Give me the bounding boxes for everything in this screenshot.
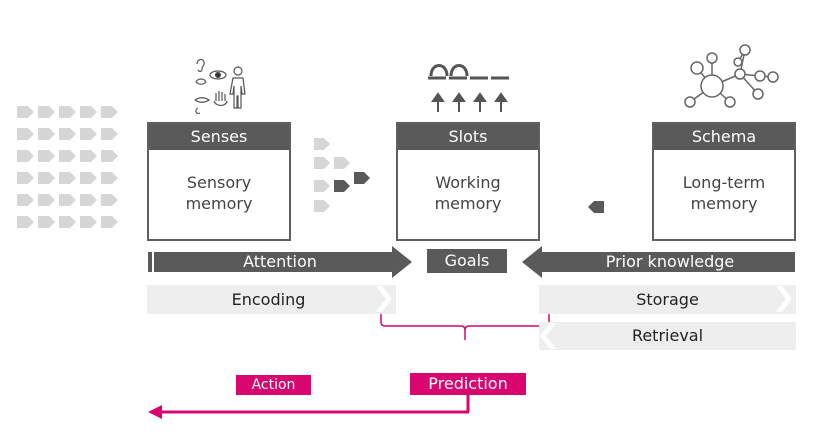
- working-memory-box: Slots Working memory: [396, 122, 540, 241]
- filter-chevrons: [314, 138, 370, 212]
- storage-label: Storage: [636, 290, 699, 309]
- filter-chevron: [314, 157, 330, 169]
- prediction-brace: [380, 312, 550, 340]
- stimulus-chevron: [80, 150, 97, 162]
- long-term-memory-label: Long-term memory: [682, 173, 766, 213]
- senses-header: Senses: [149, 124, 289, 150]
- slot-arcs-icon: [428, 64, 511, 80]
- stimulus-chevron: [101, 194, 118, 206]
- stimulus-chevron: [17, 150, 34, 162]
- encoding-label: Encoding: [231, 290, 306, 309]
- stimuli-chevron-grid: [17, 106, 118, 228]
- stimulus-chevron: [38, 106, 55, 118]
- stimulus-chevron: [59, 172, 76, 184]
- stimulus-chevron: [59, 128, 76, 140]
- stimulus-chevron: [101, 106, 118, 118]
- stimulus-chevron: [17, 128, 34, 140]
- stimulus-chevron: [38, 128, 55, 140]
- attention-arrow: [148, 246, 412, 278]
- nose-icon: [195, 78, 207, 85]
- stimulus-chevron: [80, 106, 97, 118]
- tongue-icon: [195, 107, 201, 115]
- stimulus-chevron: [80, 194, 97, 206]
- ear-icon: [196, 58, 205, 72]
- stimulus-chevron: [59, 150, 76, 162]
- stimulus-chevron: [38, 150, 55, 162]
- stimulus-chevron: [17, 216, 34, 228]
- mouth-icon: [194, 97, 211, 103]
- stimulus-chevron: [17, 172, 34, 184]
- retrieval-label: Retrieval: [631, 326, 704, 345]
- stimulus-chevron: [101, 216, 118, 228]
- filter-chevron: [314, 138, 330, 150]
- action-arrow: [148, 393, 470, 419]
- prior-knowledge-label: Prior knowledge: [605, 252, 735, 271]
- attention-label: Attention: [243, 252, 317, 271]
- goals-label: Goals: [427, 249, 507, 273]
- person-icon: [229, 66, 246, 109]
- stimulus-chevron: [17, 194, 34, 206]
- stimulus-chevron: [80, 128, 97, 140]
- filter-chevron: [334, 157, 350, 169]
- network-icon: [684, 44, 779, 108]
- sensory-memory-box: Senses Sensory memory: [147, 122, 291, 241]
- stimulus-chevron: [59, 106, 76, 118]
- storage-band: Storage: [539, 285, 796, 314]
- senses-icons: [194, 58, 246, 115]
- prior-knowledge-arrow: [522, 246, 795, 278]
- stimulus-chevron: [38, 194, 55, 206]
- retrieval-band: Retrieval: [539, 322, 796, 350]
- retrieve-chevron: [588, 201, 604, 213]
- filter-chevron: [354, 172, 370, 184]
- eye-icon: [209, 70, 227, 80]
- stimulus-chevron: [38, 216, 55, 228]
- stimulus-chevron: [59, 216, 76, 228]
- stimulus-chevron: [101, 172, 118, 184]
- hand-icon: [213, 91, 228, 107]
- filter-chevron: [334, 180, 350, 192]
- stimulus-chevron: [101, 150, 118, 162]
- filter-chevron: [314, 200, 330, 212]
- up-arrows: [431, 92, 508, 112]
- action-label: Action: [236, 375, 311, 395]
- stimulus-chevron: [80, 172, 97, 184]
- schema-header: Schema: [654, 124, 794, 150]
- stimulus-chevron: [101, 128, 118, 140]
- encoding-band: Encoding: [147, 285, 396, 314]
- prediction-label: Prediction: [410, 373, 526, 395]
- working-memory-label: Working memory: [434, 173, 502, 213]
- slots-header: Slots: [398, 124, 538, 150]
- stimulus-chevron: [38, 172, 55, 184]
- stimulus-chevron: [17, 106, 34, 118]
- filter-chevron: [314, 180, 330, 192]
- stimulus-chevron: [80, 216, 97, 228]
- long-term-memory-box: Schema Long-term memory: [652, 122, 796, 241]
- stimulus-chevron: [59, 194, 76, 206]
- sensory-memory-label: Sensory memory: [185, 173, 253, 213]
